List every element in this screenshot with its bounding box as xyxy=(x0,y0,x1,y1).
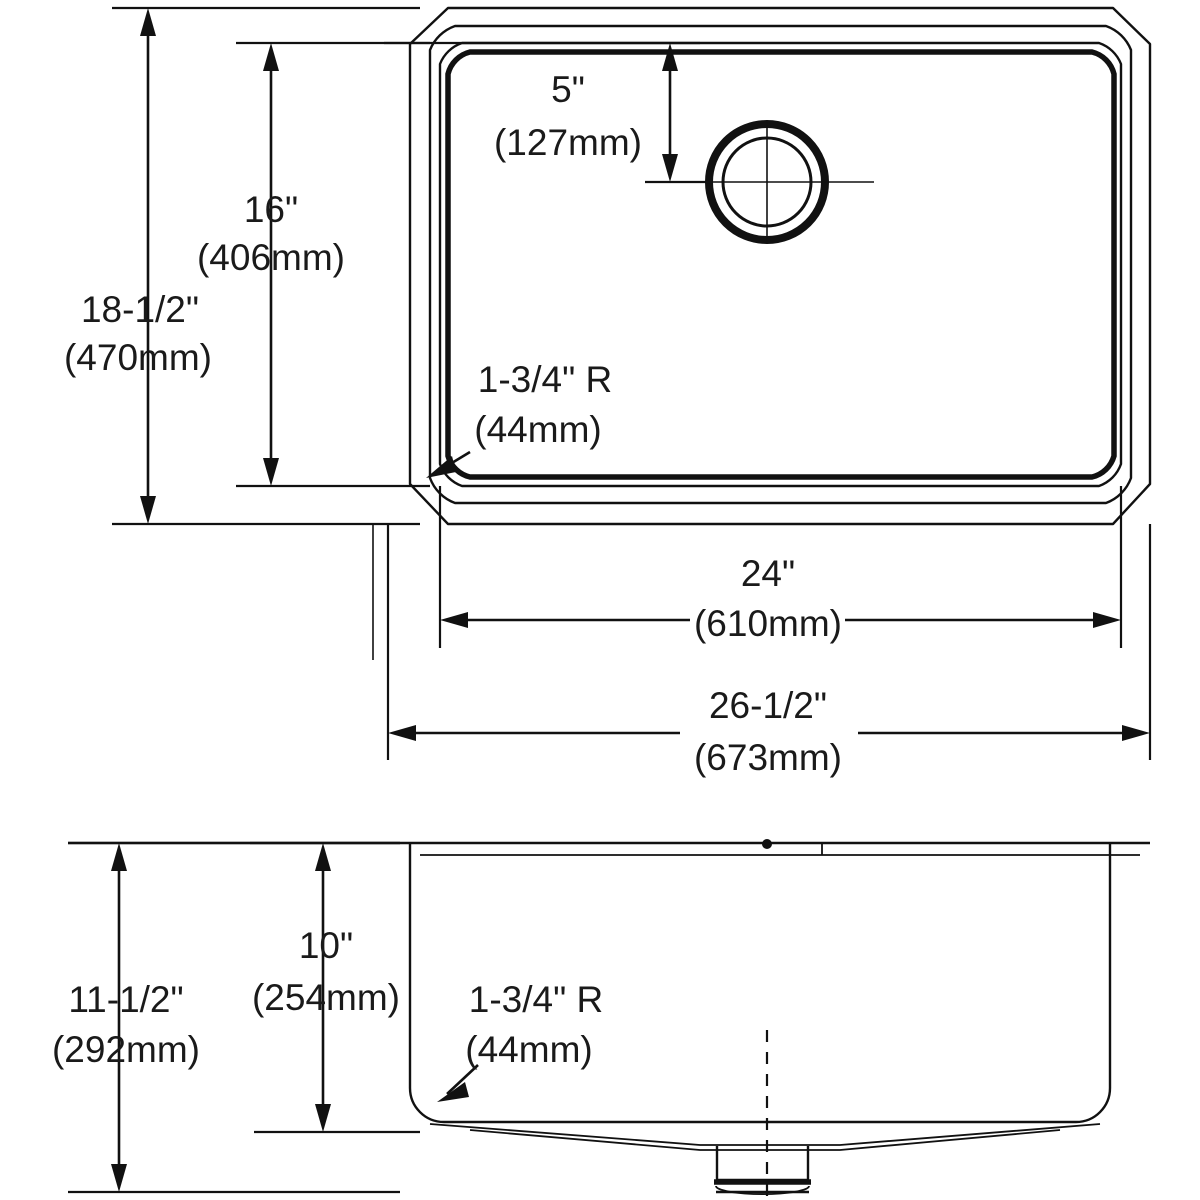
radius-side-mm-label: (44mm) xyxy=(465,1029,592,1070)
overall-height-dimension: 11-1/2" (292mm) xyxy=(52,841,400,1194)
overall-width-dimension: 26-1/2" (673mm) xyxy=(386,524,1152,778)
overall-width-mm-label: (673mm) xyxy=(694,737,842,778)
bowl-height-inch-label: 10" xyxy=(299,925,353,966)
corner-radius-callout-side: 1-3/4" R (44mm) xyxy=(437,979,603,1102)
bowl-depth-mm-label: (406mm) xyxy=(197,237,345,278)
overall-depth-dimension: 18-1/2" (470mm) xyxy=(64,6,420,526)
top-view-sink-outline xyxy=(408,6,1152,526)
overall-width-inch-label: 26-1/2" xyxy=(709,685,827,726)
overall-height-mm-label: (292mm) xyxy=(52,1029,200,1070)
bowl-height-dimension: 10" (254mm) xyxy=(250,841,420,1134)
bowl-width-mm-label: (610mm) xyxy=(694,603,842,644)
corner-radius-callout-top: 1-3/4" R (44mm) xyxy=(426,359,612,478)
drain-offset-inch-label: 5" xyxy=(551,69,585,110)
overall-height-inch-label: 11-1/2" xyxy=(68,979,183,1020)
overall-depth-mm-label: (470mm) xyxy=(64,337,212,378)
bowl-width-dimension: 24" (610mm) xyxy=(438,486,1123,648)
radius-top-inch-label: 1-3/4" R xyxy=(478,359,612,400)
drain-offset-mm-label: (127mm) xyxy=(494,122,642,163)
bowl-height-mm-label: (254mm) xyxy=(252,977,400,1018)
drain-offset-dimension: 5" (127mm) xyxy=(384,41,712,184)
radius-side-inch-label: 1-3/4" R xyxy=(469,979,603,1020)
radius-top-mm-label: (44mm) xyxy=(474,409,601,450)
bowl-depth-dimension: 16" (406mm) xyxy=(197,41,430,488)
bowl-depth-inch-label: 16" xyxy=(244,189,298,230)
overall-depth-inch-label: 18-1/2" xyxy=(81,289,199,330)
side-view-sink-outline xyxy=(68,839,1150,1195)
bowl-width-inch-label: 24" xyxy=(741,553,795,594)
